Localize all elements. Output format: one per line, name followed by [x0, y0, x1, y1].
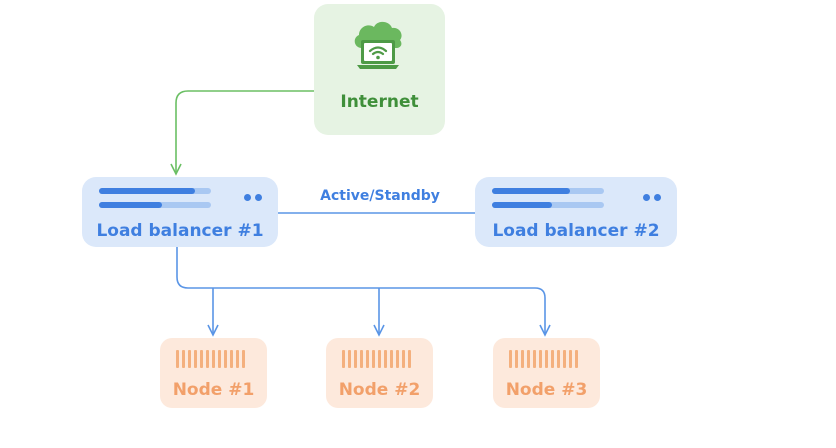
- internet-label: Internet: [340, 92, 419, 112]
- load-balancer-1-label: Load balancer #1: [96, 221, 264, 241]
- lb1-dots-icon: [244, 194, 264, 202]
- node2-arrowhead: [373, 324, 385, 337]
- node-3-label: Node #3: [505, 380, 588, 400]
- active-standby-label: Active/Standby: [320, 188, 440, 204]
- cloud-laptop-wifi-icon: [354, 21, 402, 69]
- node-1-label: Node #1: [172, 380, 255, 400]
- lb1-to-nodes-connector: [176, 247, 546, 334]
- load-balancer-2-label: Load balancer #2: [492, 221, 660, 241]
- lb2-dots-icon: [643, 194, 663, 202]
- lb2-bar-top: [492, 188, 604, 194]
- node1-arrowhead: [207, 324, 219, 337]
- load-balancer-2: Load balancer #2: [475, 177, 677, 247]
- node-3: Node #3: [493, 338, 600, 408]
- node3-arrowhead: [539, 324, 551, 337]
- internet-to-lb1-arrowhead: [170, 163, 182, 176]
- lb1-bar-bottom: [99, 202, 211, 208]
- node-2-label: Node #2: [338, 380, 421, 400]
- internet-node: Internet: [314, 4, 445, 135]
- server-rack-icon: [342, 350, 418, 368]
- load-balancer-1: Load balancer #1: [82, 177, 278, 247]
- server-rack-icon: [176, 350, 252, 368]
- server-rack-icon: [509, 350, 585, 368]
- lb1-bar-top: [99, 188, 211, 194]
- internet-to-lb1-connector: [175, 90, 314, 174]
- node-1: Node #1: [160, 338, 267, 408]
- lb2-bar-bottom: [492, 202, 604, 208]
- node-2: Node #2: [326, 338, 433, 408]
